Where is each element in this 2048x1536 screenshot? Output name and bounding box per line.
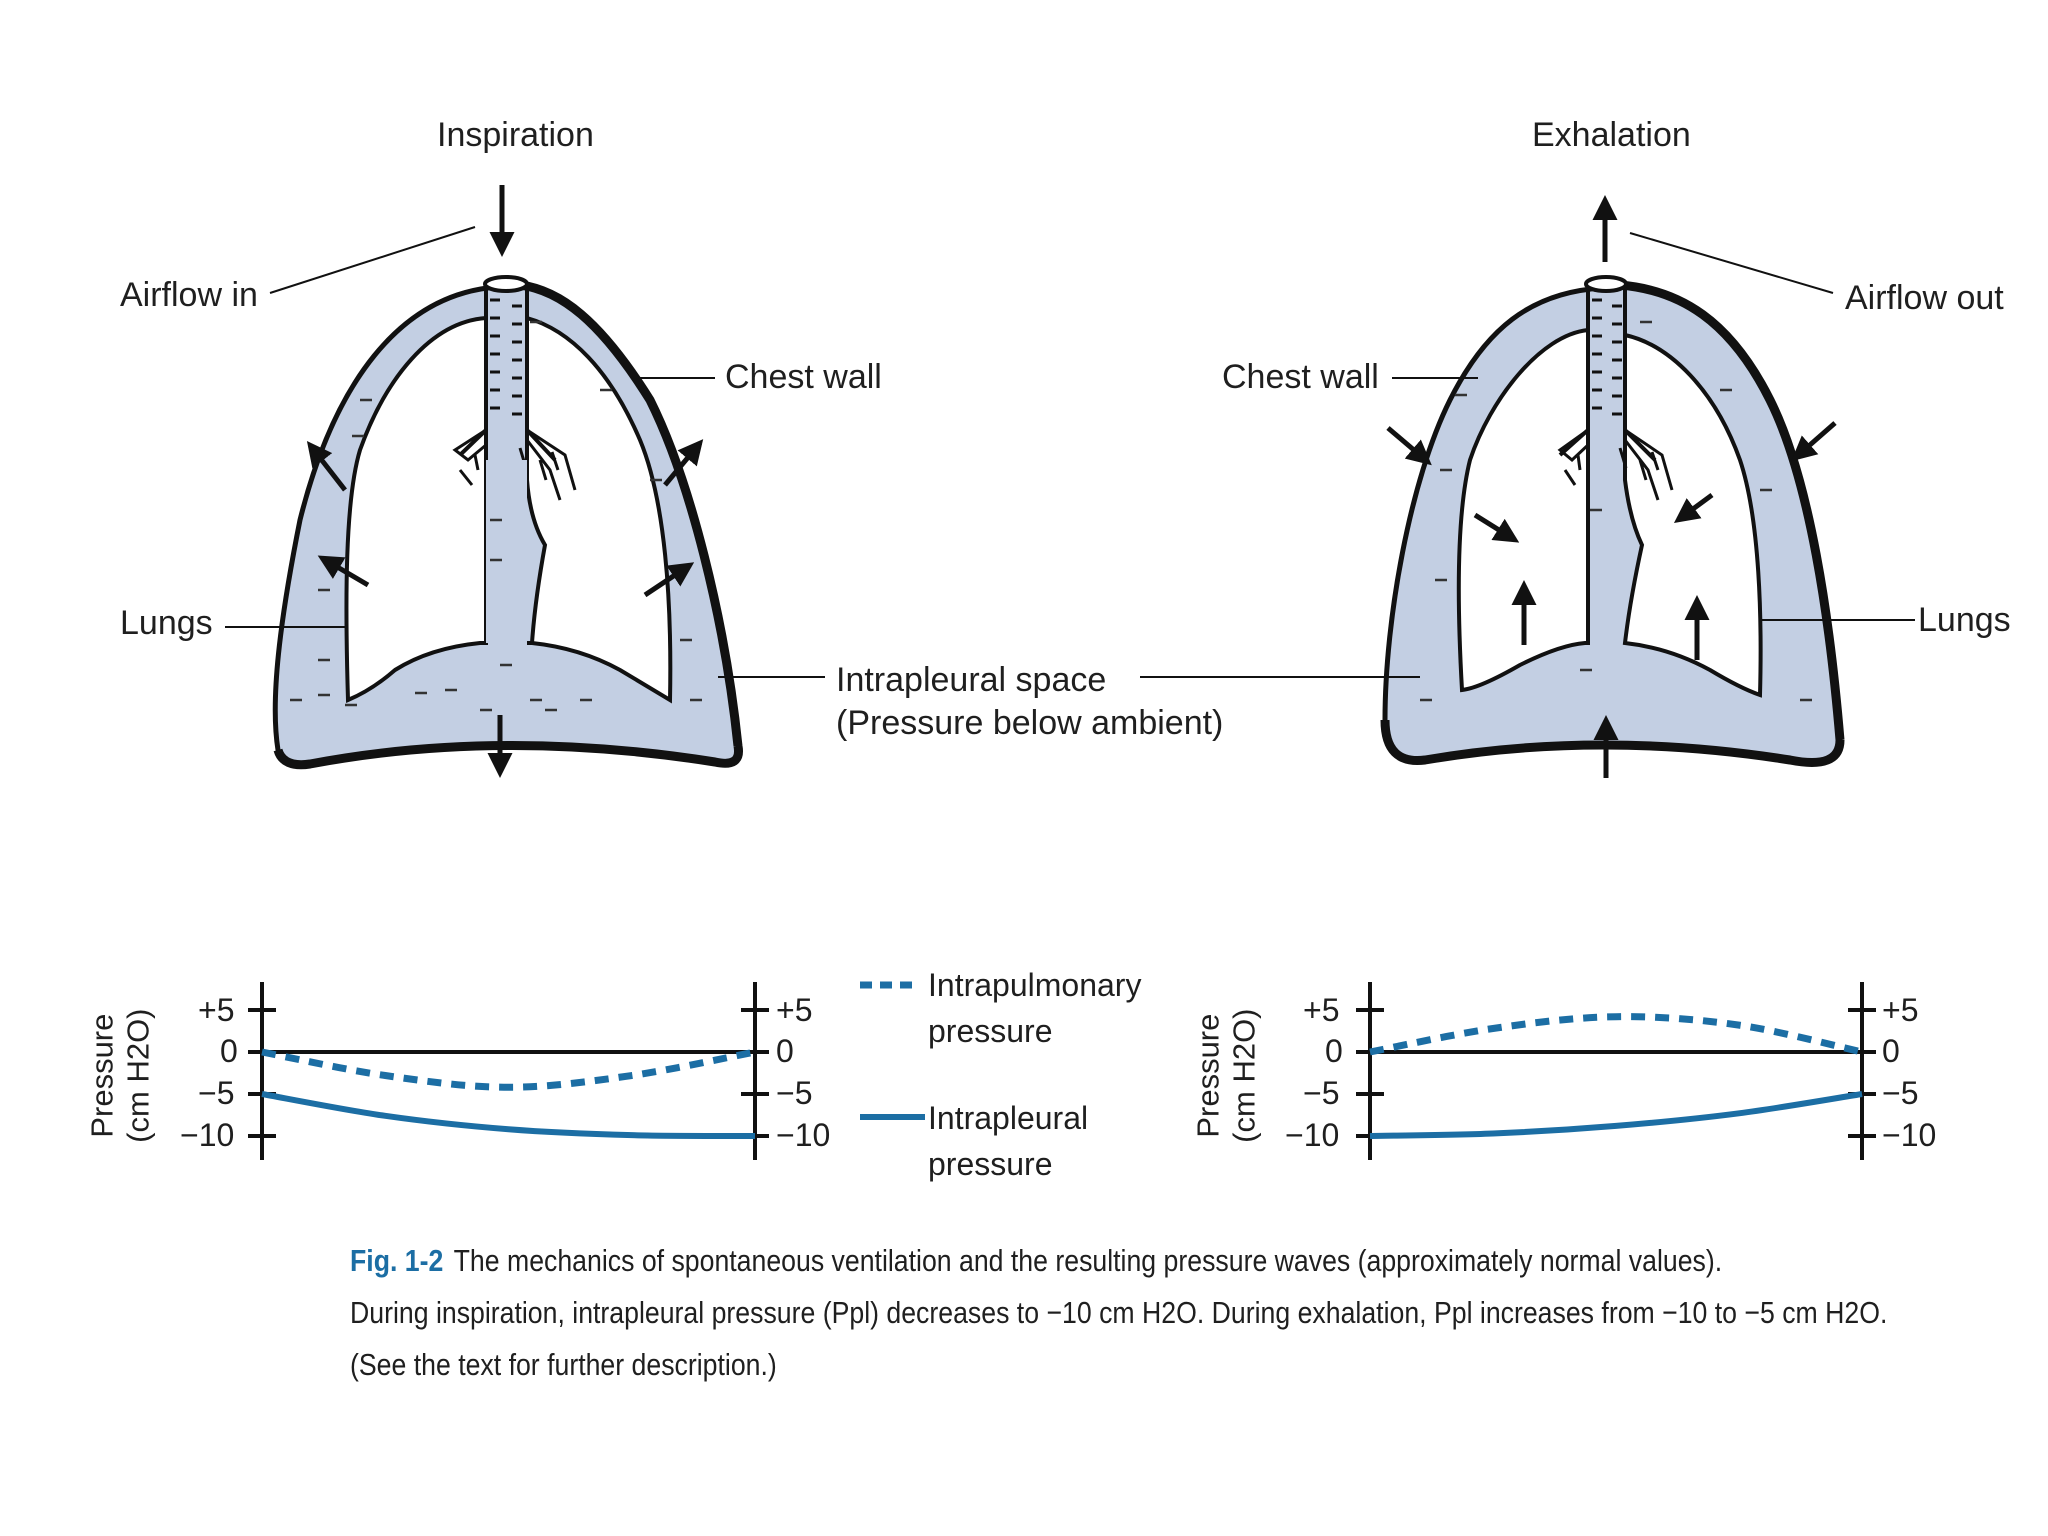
tick-label: −5	[198, 1075, 235, 1111]
ylabel-line1: Pressure	[1190, 1013, 1226, 1138]
tick-label: −5	[1882, 1075, 1919, 1111]
inspiration-bronchi	[452, 428, 577, 501]
exhalation-pressure-graph	[1356, 982, 1876, 1160]
exhalation-bronchi	[1557, 428, 1674, 501]
inspiration-airflow-label: Airflow in	[120, 276, 258, 314]
figure-caption: Fig. 1-2 The mechanics of spontaneous ven…	[350, 1235, 1888, 1391]
exhalation-lungs-label: Lungs	[1918, 601, 2011, 639]
tick-label: −10	[776, 1117, 831, 1153]
exhalation-minus-signs	[1420, 320, 1812, 702]
inspiration-trachea-rings	[490, 298, 522, 416]
legend-intrapulmonary-line1: Intrapulmonary	[928, 967, 1142, 1003]
caption-line2: During inspiration, intrapleural pressur…	[350, 1295, 1888, 1330]
tick-label: +5	[198, 992, 235, 1028]
inspiration-title: Inspiration	[437, 116, 594, 154]
ylabel-line2: (cm H2O)	[1226, 1008, 1261, 1143]
exhalation-trachea-rings	[1592, 298, 1622, 416]
tick-label: 0	[1325, 1033, 1343, 1069]
legend-intrapleural: Intrapleural pressure	[928, 1095, 1088, 1187]
exhalation-compress-arrow	[1386, 426, 1432, 466]
exhalation-airflow-leader	[1629, 232, 1834, 294]
inspiration-mediastinum	[486, 460, 527, 643]
exhalation-title: Exhalation	[1532, 116, 1691, 154]
caption-line1: Fig. 1-2 The mechanics of spontaneous ven…	[350, 1235, 1722, 1287]
caption-text-1: The mechanics of spontaneous ventilation…	[453, 1243, 1723, 1278]
graph-ticks	[248, 1008, 769, 1138]
inspiration-left-lung	[344, 315, 488, 703]
tick-label: +5	[776, 992, 813, 1028]
inspiration-chest-wall-label: Chest wall	[725, 358, 882, 396]
exhalation-airflow-label: Airflow out	[1845, 279, 2004, 317]
intrapleural-curve	[261, 1091, 756, 1139]
exhalation-compress-arrow	[1473, 512, 1520, 543]
inspiration-right-lung	[525, 315, 673, 704]
tick-label: −5	[1303, 1075, 1340, 1111]
inspiration-trachea-opening	[483, 275, 529, 293]
tick-label: +5	[1303, 992, 1340, 1028]
exhalation-left-lung	[1456, 327, 1590, 693]
intrapulmonary-curve	[1369, 1013, 1863, 1056]
exhalation-chest-wall	[1382, 282, 1843, 765]
tick-label: +5	[1882, 992, 1919, 1028]
legend-intrapulmonary: Intrapulmonary pressure	[928, 962, 1141, 1054]
exhalation-trachea-opening	[1584, 275, 1628, 293]
tick-label: −10	[1882, 1117, 1937, 1153]
tick-label: 0	[776, 1033, 794, 1069]
legend-intrapleural-line1: Intrapleural	[928, 1100, 1089, 1136]
exhalation-chest-wall-label: Chest wall	[1222, 358, 1379, 396]
intrapulmonary-curve	[261, 1048, 756, 1091]
exhalation-compress-arrow	[1791, 421, 1837, 462]
tick-label: 0	[220, 1033, 238, 1069]
exhalation-thorax	[1140, 195, 1915, 778]
tick-label: −10	[180, 1117, 235, 1153]
intrapleural-space-label: Intrapleural space	[836, 661, 1107, 699]
ylabel-line2: (cm H2O)	[120, 1008, 155, 1143]
inspiration-pressure-graph	[248, 982, 769, 1160]
graph-ticks	[1356, 1008, 1876, 1138]
legend-intrapleural-line2: pressure	[928, 1146, 1053, 1182]
inspiration-chest-wall-thick	[273, 280, 743, 770]
exhalation-compress-arrow	[1673, 492, 1714, 523]
inspiration-expand-arrow	[643, 562, 695, 598]
ylabel-line1: Pressure	[84, 1013, 120, 1138]
graph-left-ylabel: Pressure (cm H2O)	[84, 986, 155, 1166]
inspiration-lungs-label: Lungs	[120, 604, 213, 642]
inspiration-airflow-leader	[269, 226, 476, 294]
inspiration-expand-arrow	[663, 439, 704, 487]
inspiration-expand-arrow	[306, 441, 347, 492]
intrapleural-pressure-note: (Pressure below ambient)	[836, 704, 1224, 742]
tick-label: −5	[776, 1075, 813, 1111]
tick-label: 0	[1882, 1033, 1900, 1069]
inspiration-minus-signs	[290, 320, 702, 712]
caption-line3: (See the text for further description.)	[350, 1347, 777, 1382]
graph-right-ylabel: Pressure (cm H2O)	[1190, 986, 1261, 1166]
intrapleural-curve	[1369, 1091, 1863, 1139]
figure-number: Fig. 1-2	[350, 1243, 444, 1278]
inspiration-expand-arrow	[317, 555, 370, 588]
inspiration-thorax	[225, 185, 825, 778]
legend-intrapulmonary-line2: pressure	[928, 1013, 1053, 1049]
tick-label: −10	[1285, 1117, 1340, 1153]
